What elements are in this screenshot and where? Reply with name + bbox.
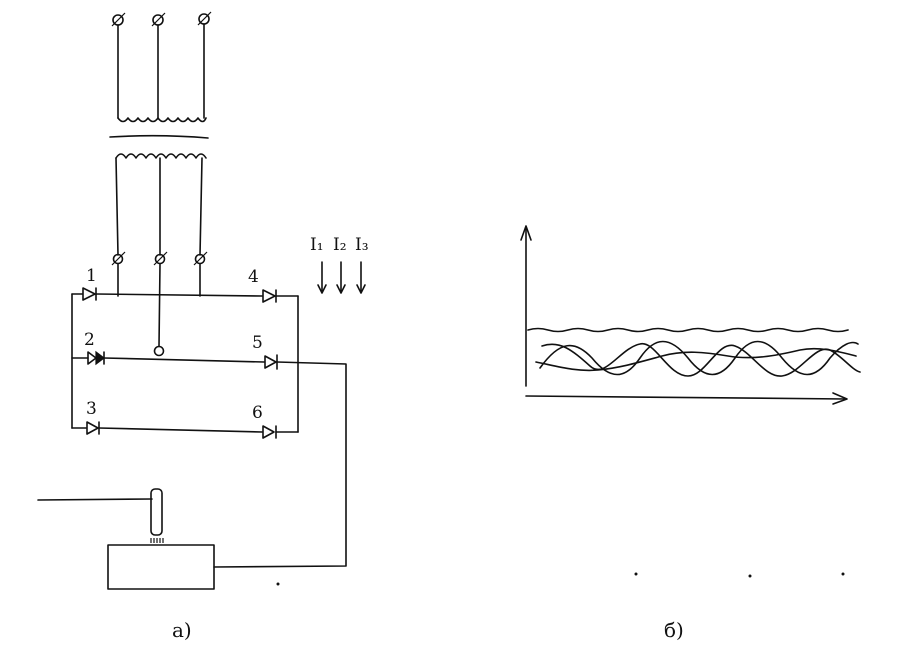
scan-specks — [276, 572, 845, 586]
current-arrow-1-icon — [317, 261, 327, 294]
caption-a: a) — [172, 618, 192, 642]
rectifier-circuit: 1 2 3 4 5 6 I₁ I₂ I₃ — [37, 11, 369, 642]
secondary-terminals — [111, 251, 208, 266]
row-2-right-wire — [213, 361, 347, 568]
torch-cable — [37, 498, 153, 501]
neutral-terminal — [153, 345, 165, 357]
diode-1 — [82, 287, 97, 301]
diode-6 — [262, 425, 277, 439]
diode-4 — [262, 289, 277, 303]
supply-terminals — [111, 11, 212, 27]
caption-b: б) — [664, 618, 684, 642]
secondary-terminal-3 — [193, 251, 208, 266]
diode-label-3: 3 — [86, 399, 97, 419]
secondary-terminal-2 — [153, 251, 168, 266]
current-label-2: I₂ — [333, 235, 347, 255]
secondary-lead-3 — [199, 157, 203, 256]
supply-terminal-3 — [197, 11, 212, 26]
waveform-sketch: б) — [520, 225, 861, 642]
x-axis-arrow-icon — [832, 392, 848, 405]
arc-marks — [150, 538, 164, 543]
diode-label-1: 1 — [86, 266, 97, 286]
secondary-terminal-1 — [111, 251, 126, 266]
diode-label-2: 2 — [84, 330, 95, 350]
diode-5 — [264, 354, 278, 370]
current-label-3: I₃ — [355, 235, 369, 255]
current-arrow-2-icon — [336, 261, 346, 294]
phase-b-drop — [158, 263, 161, 347]
current-label-1: I₁ — [310, 235, 324, 255]
phase-current-3 — [535, 347, 857, 372]
secondary-winding — [115, 153, 207, 159]
primary-winding — [117, 117, 207, 123]
diode-3 — [86, 421, 100, 435]
supply-terminal-1 — [111, 12, 126, 27]
secondary-lead-1 — [115, 157, 119, 256]
phase-current-2 — [541, 343, 861, 377]
dc-level-curve — [527, 327, 849, 333]
workpiece — [107, 544, 215, 590]
row-2-wire — [103, 357, 265, 363]
diode-2 — [87, 350, 105, 366]
transformer-core — [109, 134, 209, 139]
row-3-wire — [98, 427, 263, 433]
y-axis-arrow-icon — [520, 225, 532, 241]
diode-label-6: 6 — [252, 403, 263, 423]
electrode — [150, 488, 163, 536]
x-axis — [525, 395, 847, 400]
diode-label-4: 4 — [248, 267, 259, 287]
supply-terminal-2 — [151, 12, 166, 27]
current-arrow-3-icon — [356, 261, 366, 294]
row-1-wire — [95, 293, 263, 297]
phase-current-1 — [539, 340, 859, 376]
diode-label-5: 5 — [252, 333, 263, 353]
